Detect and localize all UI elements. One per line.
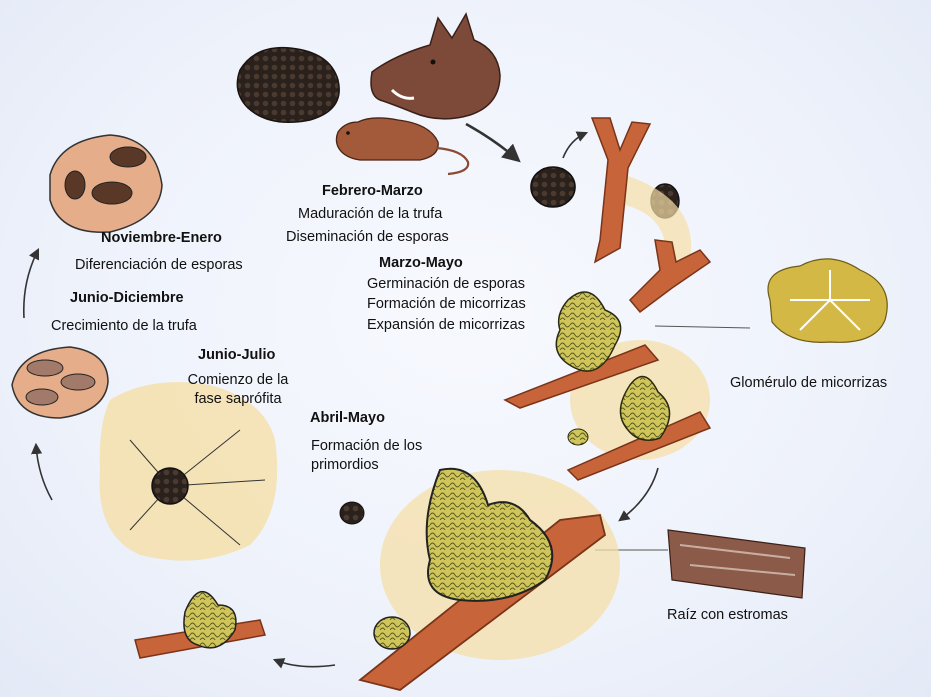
cycle-arrows bbox=[22, 122, 659, 669]
root-stromata-icon bbox=[667, 529, 806, 599]
callout-raiz: Raíz con estromas bbox=[667, 607, 788, 623]
arrow-to-primordia bbox=[618, 467, 659, 522]
arrow-left-lower bbox=[31, 442, 53, 501]
primordia-icon bbox=[339, 467, 620, 691]
stage-title-abr-may: Abril-Mayo bbox=[310, 410, 385, 426]
mycorrhiza-icon bbox=[503, 291, 712, 481]
arrow-left-upper bbox=[22, 247, 40, 319]
callout-glomerulo: Glomérulo de micorrizas bbox=[730, 375, 888, 391]
stage-title-mar-may: Marzo-Mayo bbox=[379, 255, 463, 271]
mouse-icon bbox=[335, 117, 470, 176]
arrow-animals-to-spore bbox=[465, 122, 521, 163]
stage-text-jun-dic-1: Crecimiento de la trufa bbox=[51, 318, 197, 334]
glomerulo-icon bbox=[767, 258, 888, 343]
stage-title-jun-dic: Junio-Diciembre bbox=[70, 290, 184, 306]
stage-text-abr-may-2: primordios bbox=[311, 457, 379, 473]
leader-glomerulo bbox=[654, 325, 751, 329]
stage-text-mar-may-3: Expansión de micorrizas bbox=[367, 317, 525, 333]
stage-title-feb-mar: Febrero-Marzo bbox=[322, 183, 423, 199]
arrow-spore-germination bbox=[562, 131, 589, 159]
stage-text-mar-may-1: Germinación de esporas bbox=[367, 276, 525, 292]
mycorrhiza-small-icon bbox=[134, 591, 266, 659]
truffle-icon bbox=[236, 46, 340, 123]
stage-text-abr-may-1: Formación de los bbox=[311, 438, 423, 454]
stage-text-jun-jul-2: fase saprófita bbox=[194, 391, 282, 407]
ascocarp-section-icon bbox=[11, 134, 163, 419]
stage-text-mar-may-2: Formación de micorrizas bbox=[367, 296, 526, 312]
stage-text-feb-mar-1: Maduración de la trufa bbox=[298, 206, 443, 222]
root-icon bbox=[590, 117, 712, 314]
arrow-to-saprophytic bbox=[272, 658, 336, 669]
stage-text-feb-mar-2: Diseminación de esporas bbox=[286, 229, 449, 245]
stage-text-jun-jul-1: Comienzo de la bbox=[187, 372, 289, 388]
boar-icon bbox=[370, 12, 501, 120]
saprophytic-icon bbox=[99, 382, 278, 561]
stage-title-jun-jul: Junio-Julio bbox=[198, 347, 276, 363]
stage-title-nov-ene: Noviembre-Enero bbox=[101, 230, 222, 246]
stage-text-nov-ene-1: Diferenciación de esporas bbox=[75, 257, 243, 273]
